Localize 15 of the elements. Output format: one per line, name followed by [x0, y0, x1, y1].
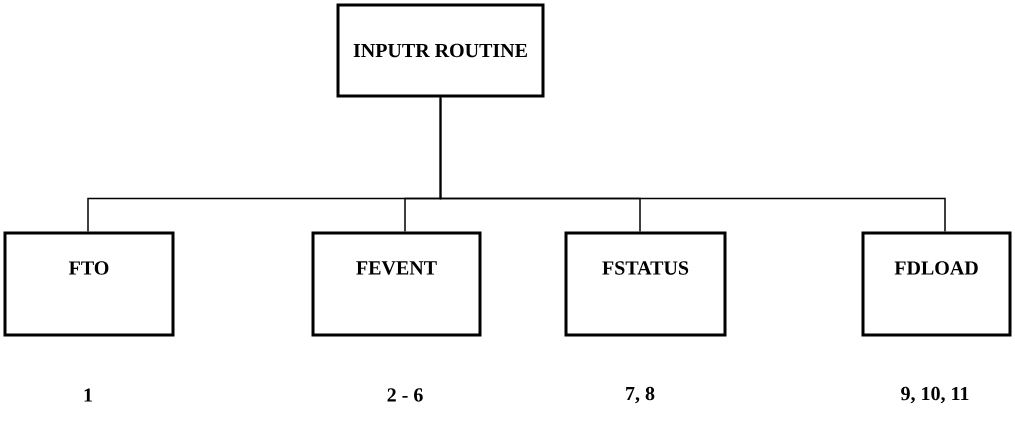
number-label: 9, 10, 11: [901, 386, 969, 404]
process-box: [861, 231, 1012, 337]
connector-line: [439, 96, 946, 233]
number-label: 7, 8: [626, 386, 655, 404]
process-box: [564, 231, 727, 337]
process-box: [311, 231, 482, 337]
box-label: FDLOAD: [894, 261, 978, 275]
box-label: FEVENT: [356, 261, 437, 275]
box-label: FTO: [68, 261, 109, 275]
number-label: 1: [84, 388, 92, 402]
number-label: 2 - 6: [387, 388, 423, 402]
box-label: FSTATUS: [602, 261, 689, 275]
box-label: INPUTR ROUTINE: [353, 43, 527, 58]
process-box: [3, 231, 175, 337]
process-box: [336, 3, 545, 98]
